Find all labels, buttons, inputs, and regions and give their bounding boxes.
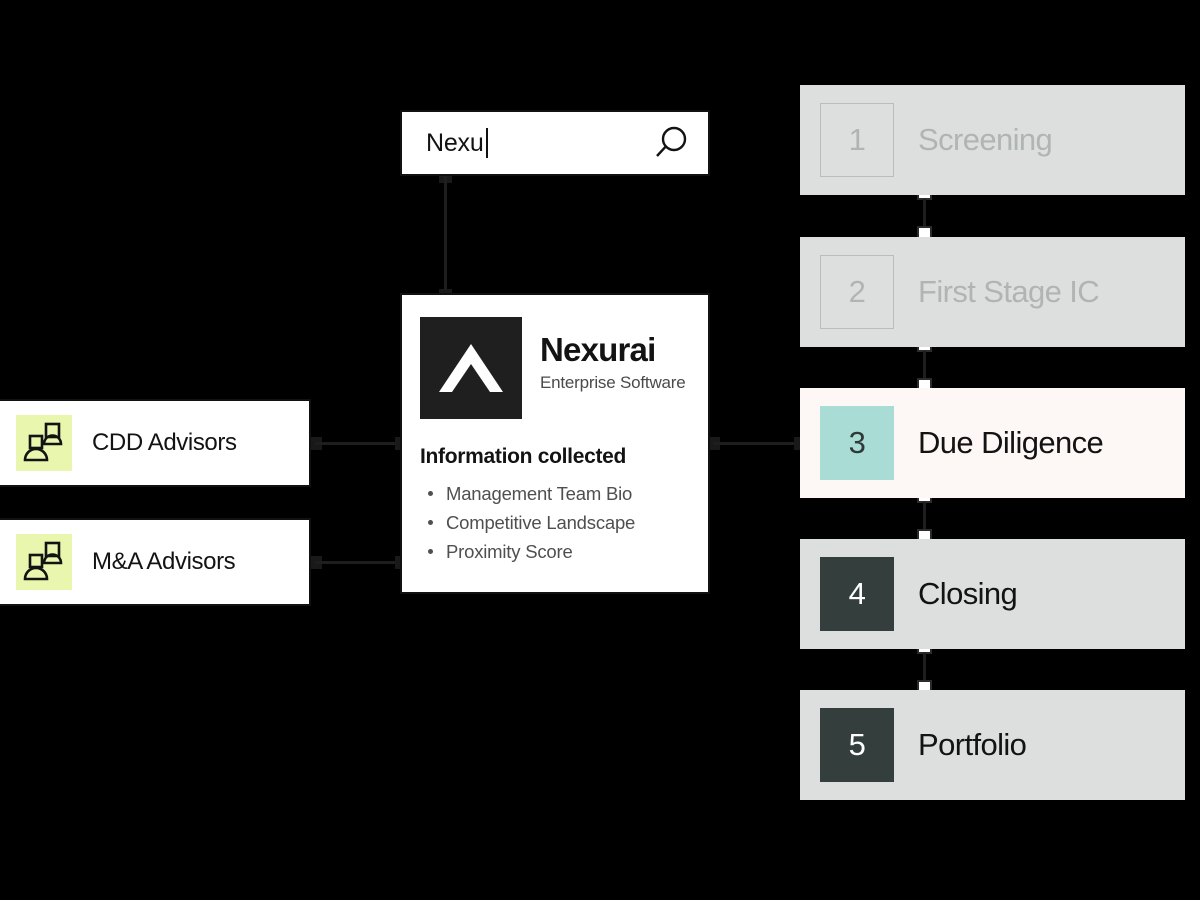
stage-card-due-diligence[interactable]: 3 Due Diligence	[800, 388, 1185, 498]
people-group-icon	[16, 415, 72, 471]
advisor-card-cdd[interactable]: CDD Advisors	[0, 399, 311, 487]
list-item: Management Team Bio	[420, 479, 688, 508]
people-group-icon	[16, 534, 72, 590]
stage-card-screening[interactable]: 1 Screening	[800, 85, 1185, 195]
company-card[interactable]: Nexurai Enterprise Software Information …	[400, 293, 710, 594]
stage-card-first-stage-ic[interactable]: 2 First Stage IC	[800, 237, 1185, 347]
list-item: Competitive Landscape	[420, 508, 688, 537]
connector-stage3-to-stage4	[923, 502, 926, 532]
advisor-card-ma[interactable]: M&A Advisors	[0, 518, 311, 606]
stage-number: 1	[820, 103, 894, 177]
connector-search-to-company	[444, 176, 447, 296]
stage-card-portfolio[interactable]: 5 Portfolio	[800, 690, 1185, 800]
company-header: Nexurai Enterprise Software	[420, 317, 688, 419]
company-subtitle: Enterprise Software	[540, 372, 686, 392]
stage-label: Due Diligence	[918, 425, 1104, 460]
information-collected-title: Information collected	[420, 445, 627, 468]
stage-label: First Stage IC	[918, 274, 1100, 309]
search-input-value: Nexu	[426, 128, 484, 157]
stage-label: Closing	[918, 576, 1018, 611]
stage-label: Screening	[918, 122, 1053, 157]
company-identity: Nexurai Enterprise Software	[540, 317, 686, 393]
search-box[interactable]: Nexu	[400, 110, 710, 176]
chevron-logo-icon	[420, 317, 522, 419]
stage-number: 4	[820, 557, 894, 631]
connector-stage2-to-stage3	[923, 351, 926, 381]
stage-label: Portfolio	[918, 727, 1027, 762]
connector-ma-to-company	[315, 561, 401, 564]
stage-card-closing[interactable]: 4 Closing	[800, 539, 1185, 649]
list-item: Proximity Score	[420, 537, 688, 566]
connector-cdd-to-company	[315, 442, 401, 445]
advisor-label: CDD Advisors	[92, 429, 237, 456]
stage-number: 5	[820, 708, 894, 782]
text-caret	[485, 128, 488, 158]
search-icon[interactable]	[652, 124, 690, 162]
company-name: Nexurai	[540, 331, 656, 368]
connector-stage4-to-stage5	[923, 653, 926, 683]
stage-number: 3	[820, 406, 894, 480]
information-collected-list: Management Team Bio Competitive Landscap…	[420, 479, 688, 567]
stage-number: 2	[820, 255, 894, 329]
search-input[interactable]: Nexu	[426, 128, 488, 158]
connector-stage1-to-stage2	[923, 199, 926, 229]
advisor-label: M&A Advisors	[92, 548, 236, 575]
connector-company-to-stage3	[713, 442, 801, 445]
